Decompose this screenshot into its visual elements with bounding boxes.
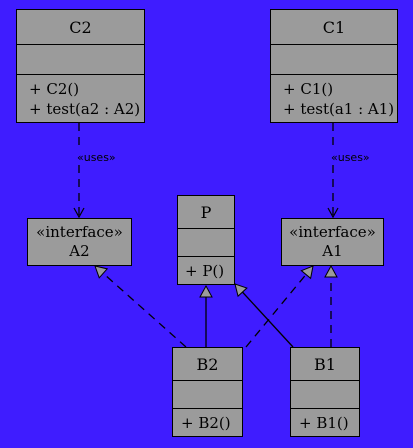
interface-a2-stereotype: «interface» [36,223,123,241]
operation: + test(a2 : A2) [29,100,141,118]
class-c2-attributes [17,44,144,74]
operation: + C1() [283,80,334,98]
class-c1[interactable]: C1 + C1() + test(a1 : A1) [270,9,398,123]
class-b1[interactable]: B1 + B1() [290,347,360,437]
class-b2-operations: + B2() [173,408,242,433]
operation: + B1() [299,414,349,432]
class-c2[interactable]: C2 + C2() + test(a2 : A2) [16,9,145,123]
operation: + C2() [29,80,80,98]
class-p-operations: + P() [178,256,234,281]
uses-label-c1-a1: «uses» [331,151,370,164]
class-b1-name: B1 [314,354,336,374]
class-c2-operations: + C2() + test(a2 : A2) [17,74,144,119]
operation: + B2() [181,414,231,432]
interface-a1[interactable]: «interface» A1 [281,218,384,266]
interface-a2-name: A2 [69,242,90,260]
uses-label-c2-a2: «uses» [77,151,116,164]
realization-edge-b2-a1 [245,265,314,348]
interface-a1-name: A1 [322,242,343,260]
interface-a2[interactable]: «interface» A2 [27,218,132,266]
interface-a1-stereotype: «interface» [289,223,376,241]
class-b1-operations: + B1() [291,408,359,433]
class-b2[interactable]: B2 + B2() [172,347,243,437]
operation: + test(a1 : A1) [283,100,395,118]
class-c2-name: C2 [69,17,92,37]
class-p-name: P [200,202,212,222]
class-p-attributes [178,228,234,256]
class-p[interactable]: P + P() [177,195,235,285]
class-c1-operations: + C1() + test(a1 : A1) [271,74,397,119]
class-c1-attributes [271,44,397,74]
class-b2-attributes [173,380,242,408]
generalization-edge-b1-p [234,283,294,348]
class-b2-name: B2 [196,354,219,374]
realization-edge-b2-a2 [94,265,187,348]
class-b1-attributes [291,380,359,408]
operation: + P() [185,262,225,280]
class-c1-name: C1 [322,17,346,37]
